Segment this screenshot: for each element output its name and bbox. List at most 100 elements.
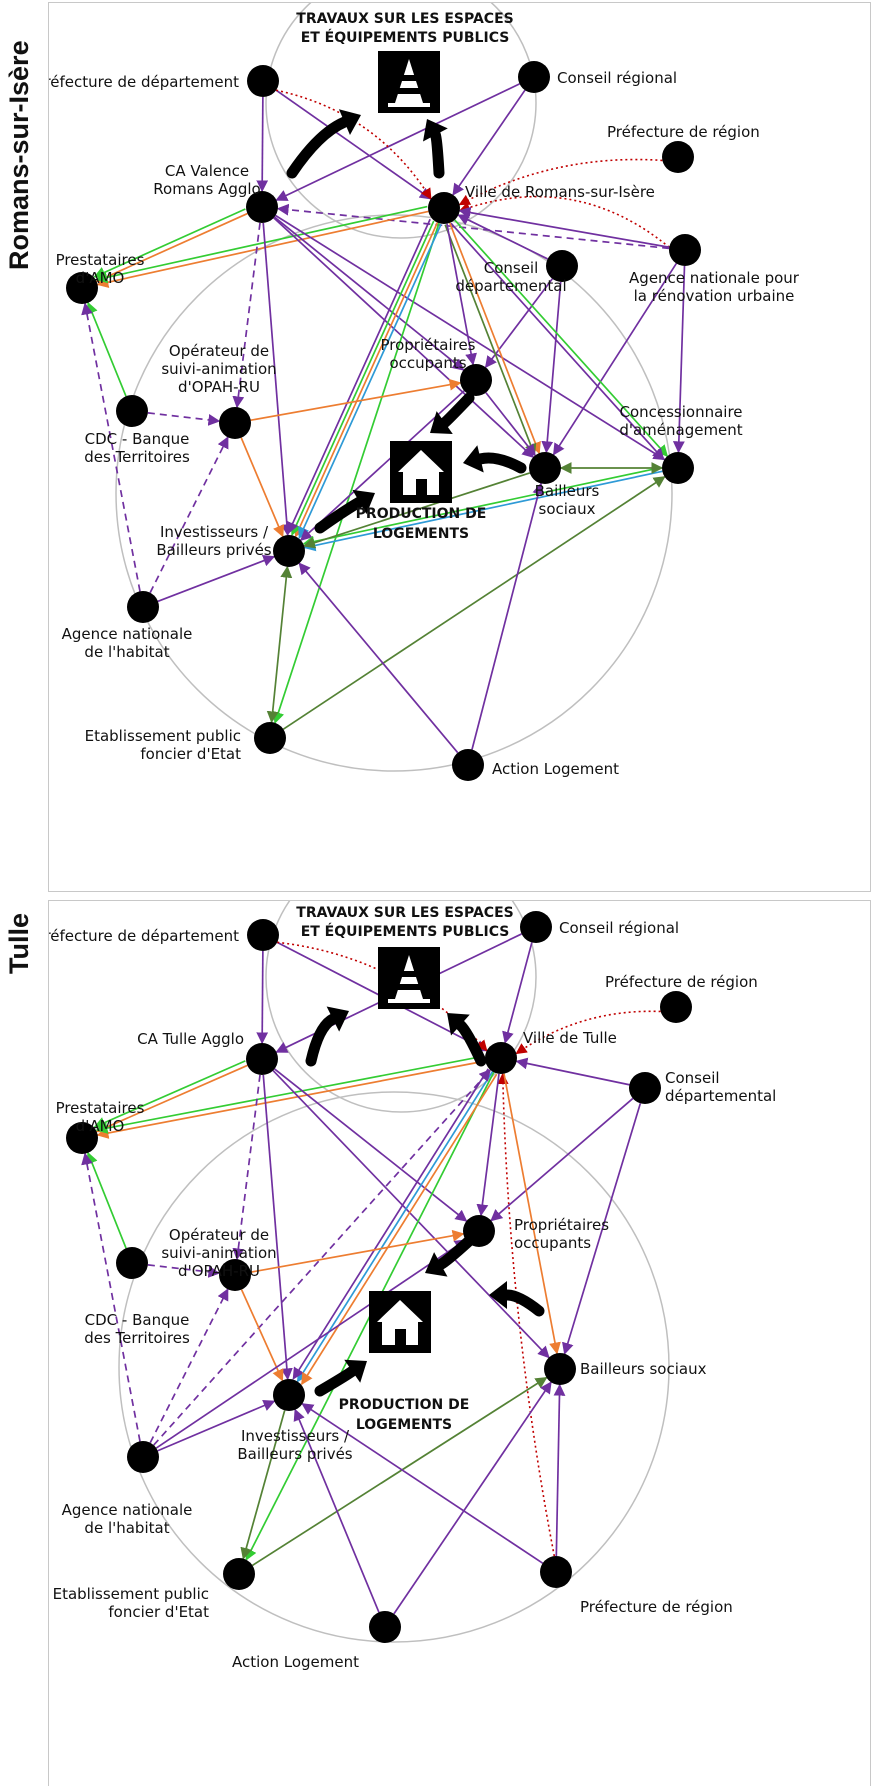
node-oper[interactable]: [219, 407, 251, 439]
node-cdc[interactable]: [116, 395, 148, 427]
edge-preg2-bail: [553, 1383, 566, 1557]
edge-cdep-prop: [484, 278, 554, 369]
edge-ca-oper: [232, 222, 261, 409]
node-amo[interactable]: [66, 1122, 98, 1154]
node-conc[interactable]: [662, 452, 694, 484]
node-cdep[interactable]: [629, 1072, 661, 1104]
edge-ville-inv: [296, 1071, 494, 1383]
label-ville: Ville de Romans-sur-Isère: [465, 183, 655, 201]
edge-creg-ca: [275, 83, 520, 201]
label-ca: CA Tulle Agglo: [137, 1030, 244, 1048]
node-anah[interactable]: [127, 591, 159, 623]
edge-anru-conc: [672, 265, 686, 454]
house-icon: [369, 1291, 431, 1353]
flow-arrow-to-housing-right: [489, 1281, 545, 1317]
edge-anru-ca: [276, 203, 670, 250]
label-ville: Ville de Tulle: [523, 1029, 617, 1047]
node-ville[interactable]: [428, 192, 460, 224]
node-pdep[interactable]: [247, 919, 279, 951]
node-ville[interactable]: [485, 1042, 517, 1074]
edge-preg2-inv: [301, 1403, 544, 1564]
node-al[interactable]: [452, 749, 484, 781]
node-bail[interactable]: [544, 1353, 576, 1385]
edge-preg-ville: [515, 1010, 661, 1055]
edge-ca-prop: [274, 1068, 468, 1222]
edge-ca-oper: [232, 1074, 261, 1261]
node-preg[interactable]: [662, 141, 694, 173]
edge-inv-epf: [240, 1410, 286, 1560]
node-preg[interactable]: [660, 991, 692, 1023]
edge-al-bail: [393, 1381, 552, 1615]
edge-al-inv: [298, 562, 459, 754]
node-anru[interactable]: [669, 234, 701, 266]
edge-pdep-ca: [256, 96, 269, 193]
edge-ville-epf: [272, 222, 440, 724]
node-inv[interactable]: [273, 1379, 305, 1411]
edge-ca-amo: [93, 208, 246, 278]
node-pdep[interactable]: [247, 65, 279, 97]
edge-cdc-amo: [86, 301, 127, 397]
edge-pdep-ville: [275, 89, 432, 200]
node-amo[interactable]: [66, 272, 98, 304]
label-conseil-regional: Conseil régional: [559, 919, 679, 937]
edge-creg-ville: [452, 89, 526, 196]
edge-cdep-ville: [457, 214, 549, 260]
house-icon: [390, 441, 452, 503]
edge-anru-ville: [458, 195, 670, 248]
edge-anah-amo: [81, 1152, 141, 1442]
edge-ville-bail: [444, 224, 537, 457]
flow-arrow-to-works-right: [422, 119, 448, 179]
edge-conc-inv: [303, 470, 663, 552]
node-cdep[interactable]: [546, 250, 578, 282]
edge-ville-conc: [450, 222, 665, 461]
node-prop[interactable]: [463, 1215, 495, 1247]
edge-ville-inv: [292, 1068, 489, 1380]
node-ca[interactable]: [246, 1043, 278, 1075]
edge-cdep-bail: [541, 281, 562, 454]
node-preg2[interactable]: [540, 1556, 572, 1588]
edge-al-inv: [293, 1408, 380, 1613]
edge-anah-inv: [157, 1399, 276, 1452]
node-bail[interactable]: [529, 452, 561, 484]
node-anah[interactable]: [127, 1441, 159, 1473]
edge-cdep-bail: [562, 1103, 642, 1355]
node-oper[interactable]: [219, 1259, 251, 1291]
node-cdc[interactable]: [116, 1247, 148, 1279]
node-al[interactable]: [369, 1611, 401, 1643]
edge-anah-ville: [153, 1069, 492, 1446]
node-creg[interactable]: [520, 911, 552, 943]
ring-public-works: [265, 901, 537, 1113]
node-epf[interactable]: [223, 1558, 255, 1590]
node-prop[interactable]: [460, 364, 492, 396]
node-inv[interactable]: [273, 535, 305, 567]
node-epf[interactable]: [254, 722, 286, 754]
flow-arrow-to-works-right: [447, 1013, 487, 1067]
edge-ca-inv: [262, 222, 293, 537]
node-ca[interactable]: [246, 191, 278, 223]
edge-oper-prop: [250, 1229, 465, 1273]
node-creg[interactable]: [518, 61, 550, 93]
edge-ville-inv: [298, 223, 442, 540]
ring-housing: [115, 214, 673, 772]
edge-ville-inv: [290, 220, 435, 536]
edge-ville-inv: [301, 1073, 498, 1386]
edge-ca-bail: [272, 1069, 550, 1359]
edge-ca-amo: [95, 212, 248, 283]
label-prefecture-departement: Préfecture de département: [49, 927, 239, 945]
